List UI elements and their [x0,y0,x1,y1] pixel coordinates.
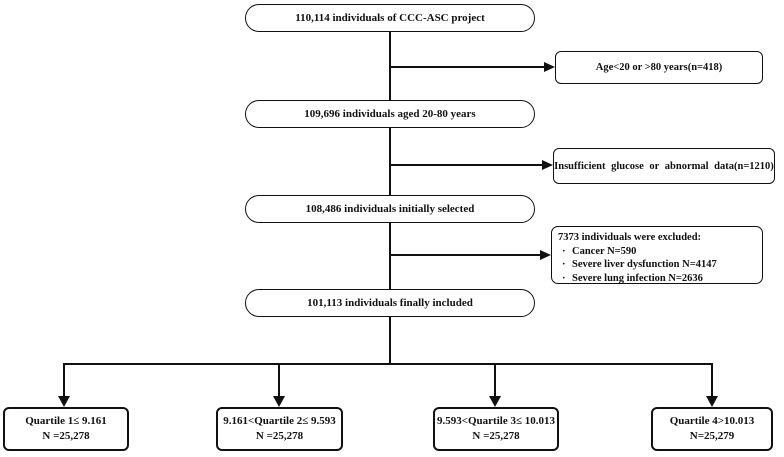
branch-line-excluded-group [390,254,541,256]
main-box-ccc-asc-project: 110,114 individuals of CCC-ASC project [245,4,535,32]
bullet-marker: · [562,245,566,257]
quartile-box-2: 9.161<Quartile 2≤ 9.593 N =25,278 [216,407,343,451]
quartile-splitter-line [63,363,713,365]
quartile-box-1: Quartile 1≤ 9.161 N =25,278 [3,407,129,451]
quartile-range: 9.161<Quartile 2≤ 9.593 [223,415,336,427]
exclusion-list-item: · Severe liver dysfunction N=4147 [558,258,756,272]
exclusion-list-title: 7373 individuals were excluded: [558,232,702,243]
quartile2-drop-line [278,363,280,398]
arrowhead-quartile2 [273,396,285,407]
exclusion-list-item: · Cancer N=590 [558,245,756,259]
main-box-label: 110,114 individuals of CCC-ASC project [295,12,485,24]
exclusion-box-excluded-list: 7373 individuals were excluded: · Cancer… [551,226,763,284]
exclusion-list-item: · Severe lung infection N=2636 [558,272,756,286]
exclusion-item-label: Severe liver dysfunction N=4147 [572,259,717,270]
quartile-n: N =25,278 [42,430,90,442]
quartile-n: N =25,278 [255,430,304,442]
quartile-range: 9.593<Quartile 3≤ 10.013 [436,415,556,427]
main-box-aged-20-80: 109,696 individuals aged 20-80 years [245,100,535,128]
exclusion-item-label: Cancer N=590 [572,245,637,257]
arrowhead-glucose-exclusion [542,160,553,170]
bullet-marker: · [562,272,566,284]
arrowhead-quartile3 [489,396,501,407]
quartile-range: Quartile 4>10.013 [669,415,755,427]
branch-line-age-exclusion [390,66,545,68]
quartile3-drop-line [494,363,496,398]
quartile-n: N=25,279 [689,430,735,442]
quartile-box-4: Quartile 4>10.013 N=25,279 [651,407,773,451]
arrowhead-age-exclusion [544,62,555,72]
main-box-label: 101,113 individuals finally included [307,297,473,309]
branch-line-glucose-exclusion [390,164,543,166]
main-box-finally-included: 101,113 individuals finally included [245,289,535,317]
quartile-box-3: 9.593<Quartile 3≤ 10.013 N =25,278 [433,407,559,451]
arrowhead-quartile1 [58,396,70,407]
arrowhead-quartile4 [706,396,718,407]
main-box-label: 108,486 individuals initially selected [305,203,475,215]
bullet-marker: · [562,259,566,270]
main-box-initially-selected: 108,486 individuals initially selected [245,195,535,223]
exclusion-box-label: Insufficient glucose or abnormal data(n=… [554,160,774,172]
quartile-range: Quartile 1≤ 9.161 [25,415,107,427]
exclusion-box-label: Age<20 or >80 years(n=418) [595,62,723,73]
quartile4-drop-line [711,363,713,398]
quartile-n: N =25,278 [472,430,520,442]
exclusion-item-label: Severe lung infection N=2636 [572,272,703,284]
exclusion-box-glucose: Insufficient glucose or abnormal data(n=… [553,148,775,184]
arrowhead-excluded-group [540,250,551,260]
main-box-label: 109,696 individuals aged 20-80 years [304,108,476,120]
exclusion-box-age: Age<20 or >80 years(n=418) [555,51,763,84]
quartile1-drop-line [63,363,65,398]
